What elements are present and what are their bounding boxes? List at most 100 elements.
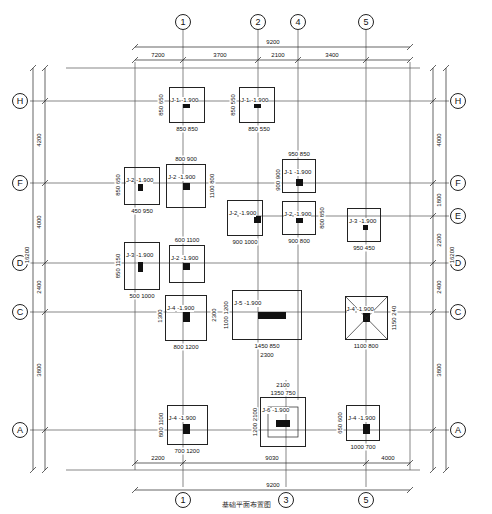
axis-label: C: [455, 307, 462, 317]
axis-bubble: 3: [278, 492, 294, 508]
footing-tag: -1.900: [239, 210, 256, 217]
dimension-text: 600 1100: [174, 237, 201, 244]
axis-bubble: 2: [250, 14, 266, 30]
axis-label: 3: [283, 495, 288, 505]
dimension-text: 900 900: [275, 168, 282, 192]
dimension-text: 850 550: [247, 126, 271, 133]
dimension-text: 2100: [275, 382, 290, 389]
dimension-text: 1100 800: [209, 173, 216, 200]
dimension-text: 9200: [265, 482, 280, 489]
footing-tag: -1.900: [177, 305, 194, 312]
axis-label: C: [17, 307, 24, 317]
footing-box: J-2-1.900: [169, 245, 205, 283]
footing-box: J-4-1.900: [167, 405, 208, 445]
axis-label: 5: [363, 17, 368, 27]
dimension-text: 4000: [36, 214, 43, 229]
footing-box: J-2-1.900: [282, 201, 316, 235]
dimension-text: 800 850: [319, 206, 326, 230]
dimension-text: 2400: [436, 279, 443, 294]
footing-tag: -1.900: [357, 306, 374, 313]
footing-tag: J-1: [171, 97, 179, 104]
dimension-text: 4200: [36, 132, 43, 147]
dimension-text: 1150 240: [391, 305, 398, 332]
footing-tag: J-2: [126, 177, 134, 184]
footing-tag: J-2: [229, 210, 237, 217]
dimension-text: 800 1100: [158, 412, 165, 439]
footing-box: J-2-1.900: [124, 167, 160, 205]
axis-bubble: 1: [175, 492, 191, 508]
dimension-text: 700 1200: [173, 448, 200, 455]
dimension-text: 4000: [436, 132, 443, 147]
axis-label: H: [17, 96, 24, 106]
dimension-text: 1450 850: [253, 343, 280, 350]
footing-box: J-4-1.900: [346, 405, 380, 441]
dimension-text: 9200: [265, 39, 280, 46]
axis-bubble: 1: [175, 14, 191, 30]
dimension-text: 850 650: [115, 173, 122, 197]
dimension-text: 650 600: [337, 411, 344, 435]
dimension-text: 850 1150: [115, 253, 122, 280]
dimension-text: 2300: [259, 352, 274, 359]
axis-label: F: [455, 178, 461, 188]
axis-bubble: A: [12, 422, 28, 438]
axis-bubble: C: [12, 304, 28, 320]
dimension-text: 1300: [157, 308, 164, 323]
axis-label: A: [17, 425, 23, 435]
footing-tag: -1.900: [181, 97, 198, 104]
footing-tag: J-4: [348, 415, 356, 422]
dimension-text: 2400: [36, 279, 43, 294]
axis-label: D: [455, 258, 462, 268]
footing-tag: J-3: [349, 218, 357, 225]
dimension-text: 850 650: [158, 93, 165, 117]
axis-bubble: F: [450, 175, 466, 191]
dimension-text: 850 550: [230, 93, 237, 117]
dimension-text: 800 1200: [172, 344, 199, 351]
dimension-text: 500 1000: [128, 293, 155, 300]
dimension-text: 900 1000: [231, 239, 258, 246]
drawing-caption: 基础平面布置图: [222, 500, 271, 510]
footing-tag: J-1: [241, 97, 249, 104]
dimension-text: 4000: [380, 455, 395, 462]
axis-label: 1: [180, 17, 185, 27]
footing-tag: -1.900: [181, 255, 198, 262]
axis-label: 5: [363, 495, 368, 505]
dimension-text: 1100 800: [353, 343, 380, 350]
footing-tag: J-3: [126, 252, 134, 259]
dimension-text: 3800: [436, 362, 443, 377]
footing-box: J-3-1.900: [124, 242, 160, 290]
footing-tag: J-5: [234, 300, 242, 307]
footing-tag: -1.900: [136, 252, 153, 259]
footing-tag: J-2: [284, 211, 292, 218]
axis-bubble: C: [450, 304, 466, 320]
axis-bubble: 4: [290, 14, 306, 30]
axis-label: D: [17, 258, 24, 268]
footing-tag: -1.900: [359, 218, 376, 225]
footing-box: J-1-1.900: [282, 159, 316, 193]
footing-tag: -1.900: [178, 174, 195, 181]
axis-label: F: [17, 178, 23, 188]
footing-tag: J-4: [347, 306, 355, 313]
axis-bubble: H: [12, 93, 28, 109]
axis-bubble: 5: [358, 492, 374, 508]
dimension-text: 450 950: [130, 208, 154, 215]
footing-tag: J-6: [262, 407, 270, 414]
footing-tag: -1.900: [179, 415, 196, 422]
dimension-text: 1350 750: [269, 390, 296, 397]
footing-box: J-4-1.900: [345, 296, 388, 340]
dimension-text: 1000 700: [349, 444, 376, 451]
footing-box: J-3-1.900: [347, 208, 381, 242]
footing-box: J-4-1.900: [165, 295, 207, 341]
footing-tag: -1.900: [294, 169, 311, 176]
footing-box: J-6-1.900: [260, 397, 306, 447]
axis-label: E: [455, 211, 461, 221]
dimension-text: 950 450: [352, 245, 376, 252]
footing-box: J-5-1.900: [232, 290, 302, 340]
dimension-text: 850 850: [175, 126, 199, 133]
axis-bubble: H: [450, 93, 466, 109]
footing-tag: J-4: [167, 305, 175, 312]
footing-tag: -1.900: [272, 407, 289, 414]
grid-lines: [30, 30, 449, 487]
footing-tag: J-1: [284, 169, 292, 176]
axis-label: 1: [180, 495, 185, 505]
